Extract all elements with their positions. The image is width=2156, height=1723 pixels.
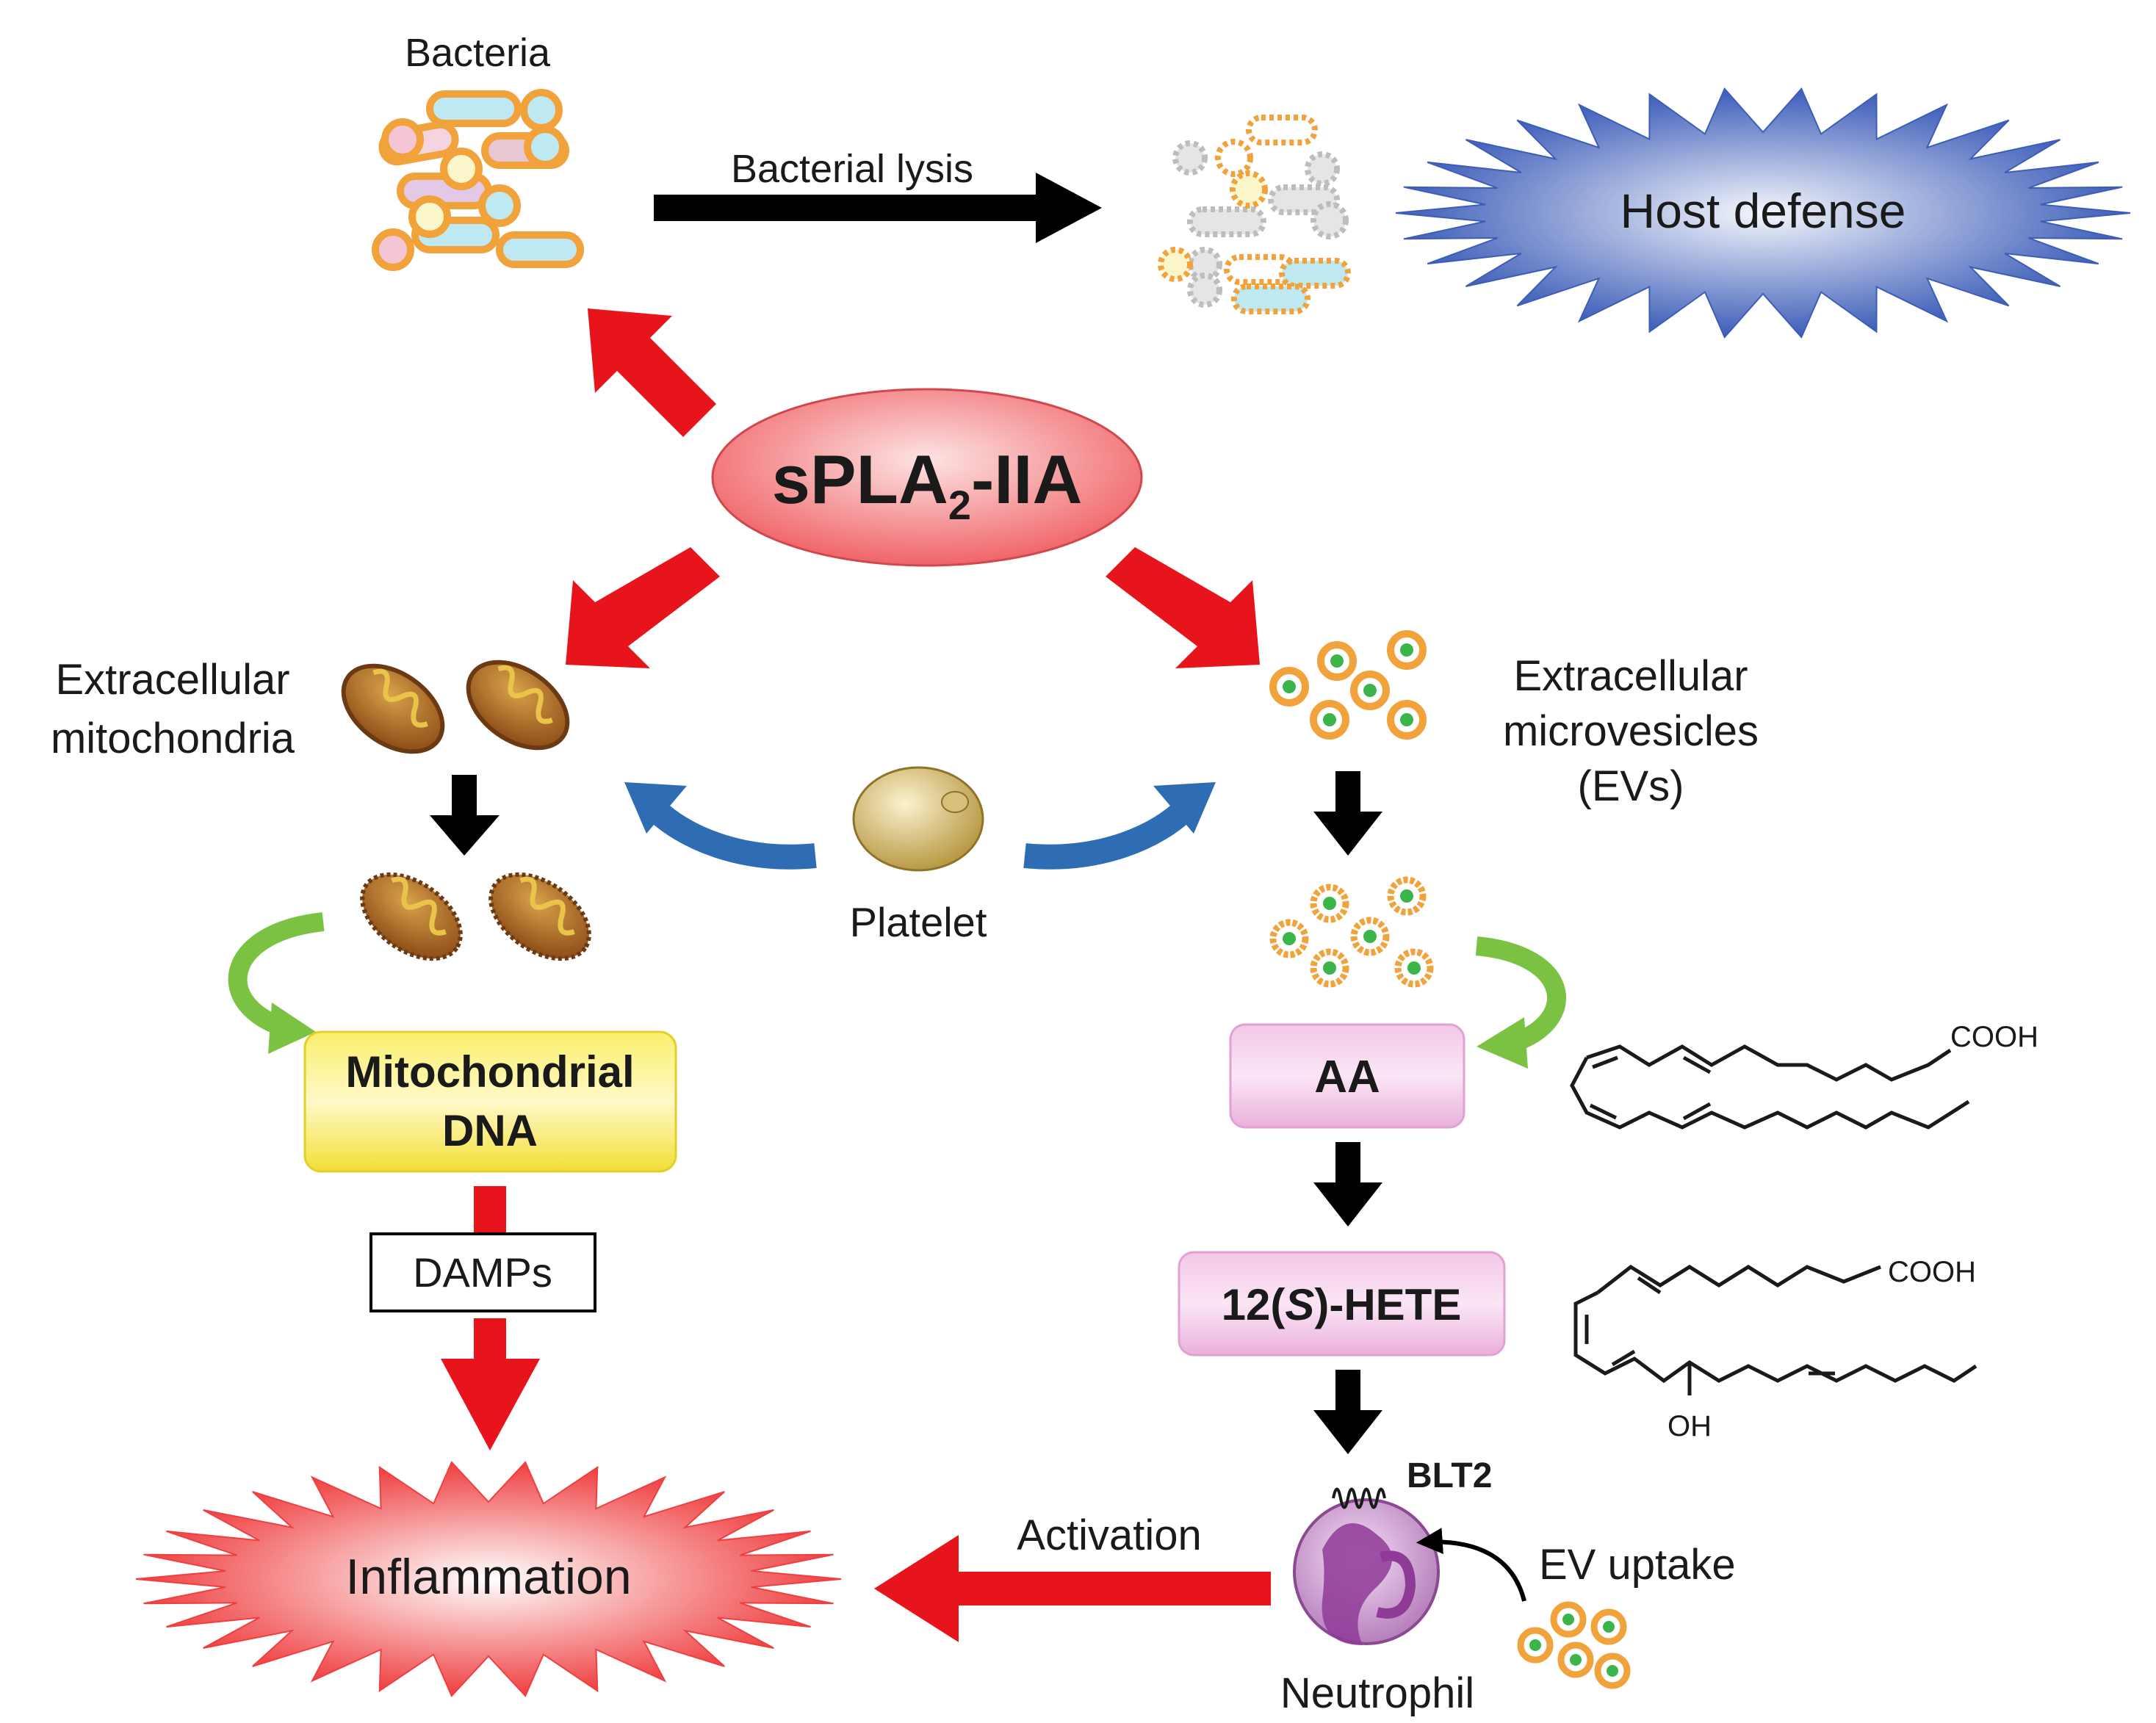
bacterial-lysis-label: Bacterial lysis: [731, 147, 973, 191]
bacteria-cluster-icon: [372, 89, 584, 271]
hete-structure: [1573, 1264, 1977, 1395]
red-arrow-to-bacteria: [588, 308, 716, 437]
mitochondrial-dna-label-line2: DNA: [442, 1106, 538, 1155]
extracellular-microvesicles-label-line3: (EVs): [1578, 762, 1684, 810]
damps-box: DAMPs: [369, 1232, 596, 1312]
ev-uptake-arrow: [1416, 1528, 1526, 1602]
inflammation-label: Inflammation: [345, 1549, 631, 1605]
mitochondrial-dna-box: Mitochondrial DNA: [303, 1030, 677, 1173]
ev-uptake-label: EV uptake: [1539, 1541, 1736, 1589]
spla2-subscript: 2: [948, 482, 971, 528]
spla2-iia-node: sPLA2-IIA: [711, 388, 1143, 567]
extracellular-microvesicles-icon: [1269, 630, 1427, 740]
inflammation-starburst: Inflammation: [135, 1461, 842, 1697]
hete-italic: S: [1285, 1280, 1314, 1329]
blt2-receptor-icon: [1332, 1487, 1386, 1509]
green-curved-arrow-right: [1475, 936, 1566, 1069]
hete-cooh-label: COOH: [1888, 1256, 1976, 1288]
ev-uptake-vesicles-icon: [1517, 1601, 1631, 1689]
spla2-suffix: -IIA: [971, 441, 1082, 518]
hete-box: 12(S)-HETE: [1178, 1251, 1506, 1357]
red-arrow-to-mitochondria: [566, 547, 720, 668]
mitochondrial-dna-label-line1: Mitochondrial: [345, 1047, 634, 1097]
extracellular-mitochondria-label-line2: mitochondria: [51, 715, 295, 762]
activation-label: Activation: [1017, 1511, 1201, 1559]
spla2-main-label: sPLA: [772, 441, 948, 518]
damps-label: DAMPs: [413, 1249, 552, 1296]
black-arrow-hete-to-neutrophil: [1313, 1370, 1382, 1454]
svg-text:sPLA2-IIA: sPLA2-IIA: [772, 441, 1083, 528]
black-arrow-mito-down: [430, 775, 500, 856]
blt2-label: BLT2: [1407, 1456, 1492, 1495]
host-defense-starburst: Host defense: [1395, 87, 2131, 339]
lysed-bacteria-icon: [1158, 115, 1351, 314]
platelet-label: Platelet: [850, 899, 987, 945]
bacteria-label: Bacteria: [405, 31, 551, 75]
blue-curved-arrow-left: [624, 782, 817, 870]
black-arrow-ev-down: [1313, 771, 1382, 856]
green-curved-arrow-left: [228, 912, 325, 1054]
extracellular-mitochondria-label-line1: Extracellular: [55, 656, 289, 704]
aa-label: AA: [1314, 1052, 1380, 1102]
svg-text:12(S)-HETE: 12(S)-HETE: [1222, 1280, 1462, 1329]
damaged-mitochondria-icon: [360, 872, 591, 961]
blue-curved-arrow-right: [1023, 782, 1216, 870]
extracellular-microvesicles-label-line1: Extracellular: [1513, 652, 1748, 700]
arachidonic-acid-structure: [1570, 1044, 1970, 1130]
neutrophil-label: Neutrophil: [1280, 1669, 1474, 1717]
spiky-microvesicles-icon: [1269, 876, 1434, 988]
red-arrow-damps-to-inflammation: [441, 1186, 540, 1451]
platelet-icon: [852, 766, 984, 872]
hete-prefix: 12(: [1222, 1280, 1286, 1329]
host-defense-label: Host defense: [1620, 184, 1906, 238]
aa-box: AA: [1229, 1023, 1465, 1129]
red-arrow-to-microvesicles: [1106, 547, 1260, 668]
aa-cooh-label: COOH: [1950, 1021, 2038, 1053]
extracellular-mitochondria-icon: [341, 660, 570, 754]
activation-arrow: [874, 1535, 1271, 1642]
black-arrow-aa-to-hete: [1313, 1142, 1382, 1227]
hete-oh-label: OH: [1668, 1410, 1712, 1442]
extracellular-microvesicles-label-line2: microvesicles: [1503, 707, 1759, 755]
neutrophil-icon: [1293, 1498, 1440, 1645]
hete-suffix: )-HETE: [1314, 1280, 1461, 1329]
bacterial-lysis-arrow: [654, 173, 1102, 243]
